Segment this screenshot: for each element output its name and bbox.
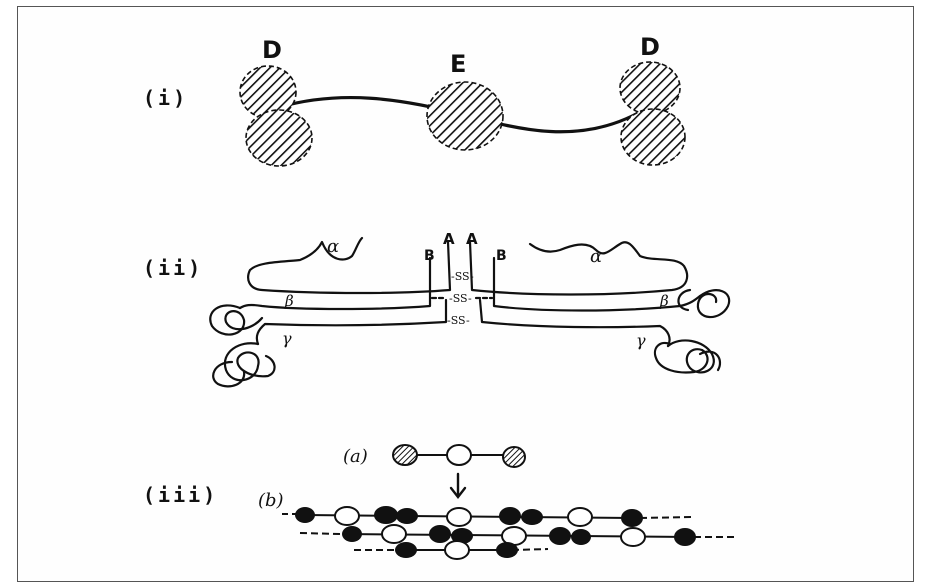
panel-ii-chains — [210, 238, 729, 386]
label-e-center: E — [450, 50, 466, 78]
d-domain-left — [240, 66, 312, 166]
node-d — [674, 528, 696, 546]
node-e — [621, 528, 645, 546]
node-e — [335, 507, 359, 525]
node-d — [295, 507, 315, 523]
monomer-e-center — [447, 445, 471, 465]
protofibril-assembly — [282, 506, 736, 559]
label-disulfide-middle: -SS- — [449, 292, 472, 305]
node-d — [621, 509, 643, 527]
node-e — [447, 508, 471, 526]
d-domain-right — [620, 62, 685, 165]
node-d — [571, 529, 591, 545]
label-chain-b-right: B — [496, 248, 507, 264]
label-d-left: D — [262, 36, 282, 64]
beta-chain-left — [240, 258, 430, 309]
node-e — [382, 525, 406, 543]
monomer-d-left — [393, 445, 417, 465]
monomer-d-right — [503, 447, 525, 467]
globular-domain-left — [210, 305, 274, 386]
panel-i-molecule: D E D — [240, 33, 685, 166]
alpha-chain-left — [248, 238, 450, 293]
node-d — [396, 508, 418, 524]
e-domain-center — [427, 82, 503, 150]
label-sub-b: (b) — [258, 490, 284, 511]
label-chain-a-right: A — [466, 230, 478, 248]
node-d — [499, 507, 521, 525]
label-alpha-left: α — [327, 236, 339, 257]
panel-iii-labels: (a) (b) — [258, 446, 368, 511]
label-d-right: D — [640, 33, 660, 61]
node-e — [445, 541, 469, 559]
node-d — [549, 527, 571, 545]
label-gamma-left: γ — [282, 329, 292, 348]
node-d — [374, 506, 398, 524]
node-d — [342, 526, 362, 542]
node-d — [521, 509, 543, 525]
assembly-arrow — [451, 474, 465, 497]
label-disulfide-top: -SS- — [451, 270, 474, 283]
label-beta-left: β — [284, 292, 294, 310]
label-sub-a: (a) — [343, 446, 368, 467]
label-beta-right: β — [659, 292, 669, 310]
label-disulfide-bottom: -SS- — [447, 314, 470, 327]
panel-iii-monomer — [393, 445, 525, 467]
label-alpha-right: α — [590, 246, 602, 267]
label-gamma-right: γ — [636, 331, 646, 350]
node-d — [496, 542, 518, 558]
label-chain-a-left: A — [443, 230, 455, 248]
node-d — [395, 542, 417, 558]
node-e — [568, 508, 592, 526]
node-d — [429, 525, 451, 543]
label-chain-b-left: B — [424, 248, 435, 264]
